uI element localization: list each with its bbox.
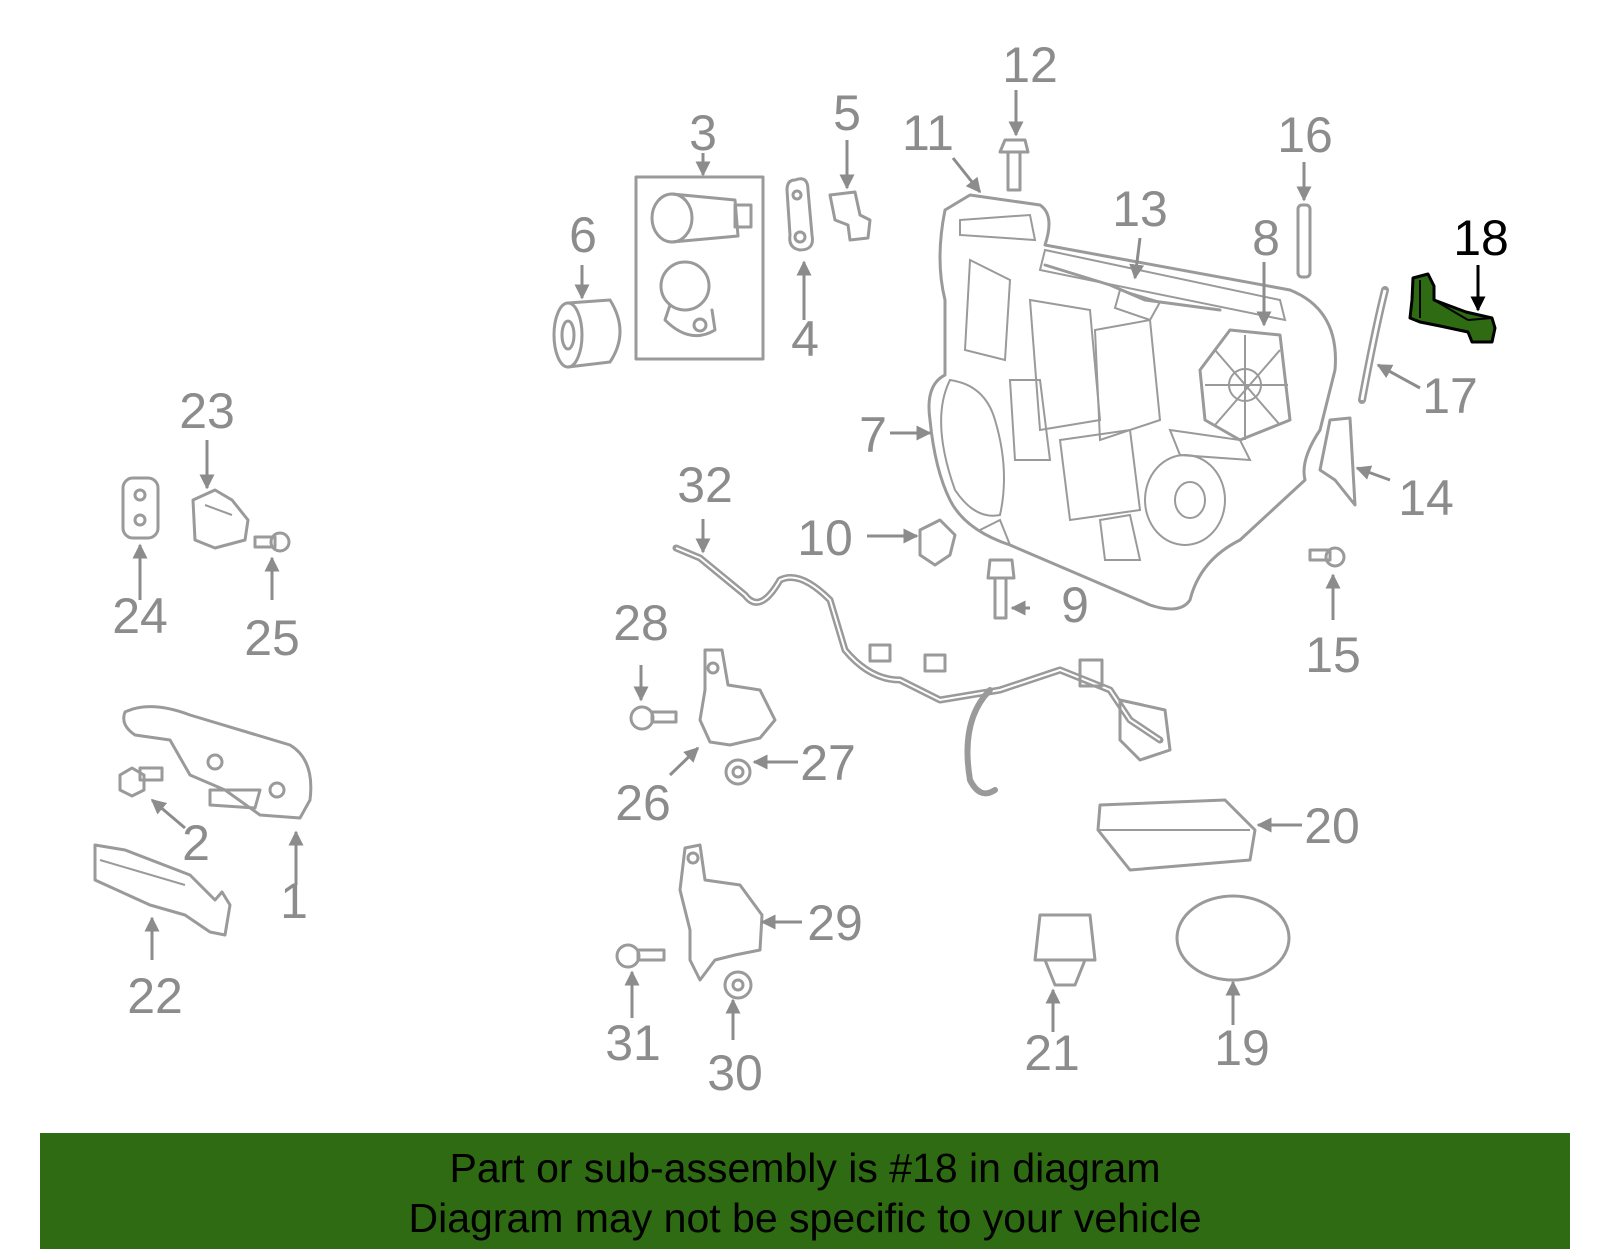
part-1-outside-handle: [122, 705, 313, 820]
part-8-speaker-mount: [1198, 328, 1292, 442]
part-21-bumper: [1033, 913, 1097, 987]
callout-16: 16: [1277, 107, 1333, 163]
part-2-bolt: [118, 766, 164, 798]
callout-17: 17: [1422, 368, 1478, 424]
callout-27: 27: [800, 735, 856, 791]
callout-11: 11: [902, 105, 954, 161]
callout-10: 10: [797, 510, 853, 566]
callout-15: 15: [1305, 627, 1361, 683]
part-5-clip: [828, 190, 872, 242]
callout-9: 9: [1061, 577, 1089, 633]
part-23-striker: [191, 488, 250, 550]
callout-14: 14: [1398, 470, 1454, 526]
callout-30: 30: [707, 1045, 763, 1101]
part-12-bolt: [998, 138, 1030, 192]
callout-32: 32: [677, 457, 733, 513]
callout-20: 20: [1304, 798, 1360, 854]
part-4-bracket: [785, 177, 814, 252]
callout-23: 23: [179, 383, 235, 439]
part-6-bushing: [552, 298, 622, 369]
part-25-screw: [253, 531, 291, 553]
part-19-o-ring: [1175, 894, 1291, 982]
callout-18[interactable]: 18: [1453, 210, 1509, 266]
callout-31: 31: [605, 1015, 661, 1071]
part-15-screw: [1308, 546, 1346, 568]
callout-3: 3: [689, 105, 717, 161]
part-32-wiring-harness: [672, 544, 1172, 797]
callout-1: 1: [280, 873, 308, 929]
part-16-pin: [1296, 203, 1312, 279]
callout-labels: 1 2 3 4 5 6 7 8 9 10 11 12 13 14 15 16 1…: [112, 37, 1509, 1101]
part-24-plate: [121, 476, 160, 540]
part-18-bracket-highlighted[interactable]: [1408, 272, 1497, 344]
part-20-pad: [1096, 798, 1257, 872]
callout-29: 29: [807, 895, 863, 951]
callout-21: 21: [1024, 1025, 1080, 1081]
part-29-hinge: [678, 843, 764, 982]
callout-24: 24: [112, 588, 168, 644]
part-22-bracket: [93, 843, 232, 937]
callout-4: 4: [791, 311, 819, 367]
callout-28: 28: [613, 595, 669, 651]
banner-line-disclaimer: Diagram may not be specific to your vehi…: [408, 1195, 1202, 1241]
part-26-hinge: [698, 648, 777, 747]
callout-arrows: [132, 90, 1486, 1040]
callout-13: 13: [1112, 181, 1168, 237]
part-3-lock-cylinder-set: [634, 175, 765, 361]
part-10-clip: [918, 518, 957, 567]
callout-7: 7: [859, 407, 887, 463]
callout-8: 8: [1252, 210, 1280, 266]
part-17-seal-strip: [1358, 286, 1389, 404]
banner-line-part-info: Part or sub-assembly is #18 in diagram: [449, 1145, 1161, 1191]
part-13-rod: [1043, 263, 1222, 322]
callout-6: 6: [569, 207, 597, 263]
callout-12: 12: [1002, 37, 1058, 93]
part-7-door-inner-panel: [927, 193, 1337, 611]
part-28-bolt: [629, 705, 678, 731]
callout-26: 26: [615, 775, 671, 831]
callout-5: 5: [833, 85, 861, 141]
parts-diagram: 1 2 3 4 5 6 7 8 9 10 11 12 13 14 15 16 1…: [93, 37, 1509, 1101]
part-14-plate: [1318, 416, 1357, 507]
callout-22: 22: [127, 968, 183, 1024]
part-30-nut: [723, 970, 753, 1000]
info-banner: Part or sub-assembly is #18 in diagram D…: [40, 1133, 1570, 1249]
part-31-bolt: [615, 943, 666, 969]
part-9-bolt: [986, 558, 1016, 620]
part-27-nut: [724, 758, 752, 786]
callout-19: 19: [1214, 1020, 1270, 1076]
callout-2: 2: [182, 815, 210, 871]
callout-25: 25: [244, 610, 300, 666]
